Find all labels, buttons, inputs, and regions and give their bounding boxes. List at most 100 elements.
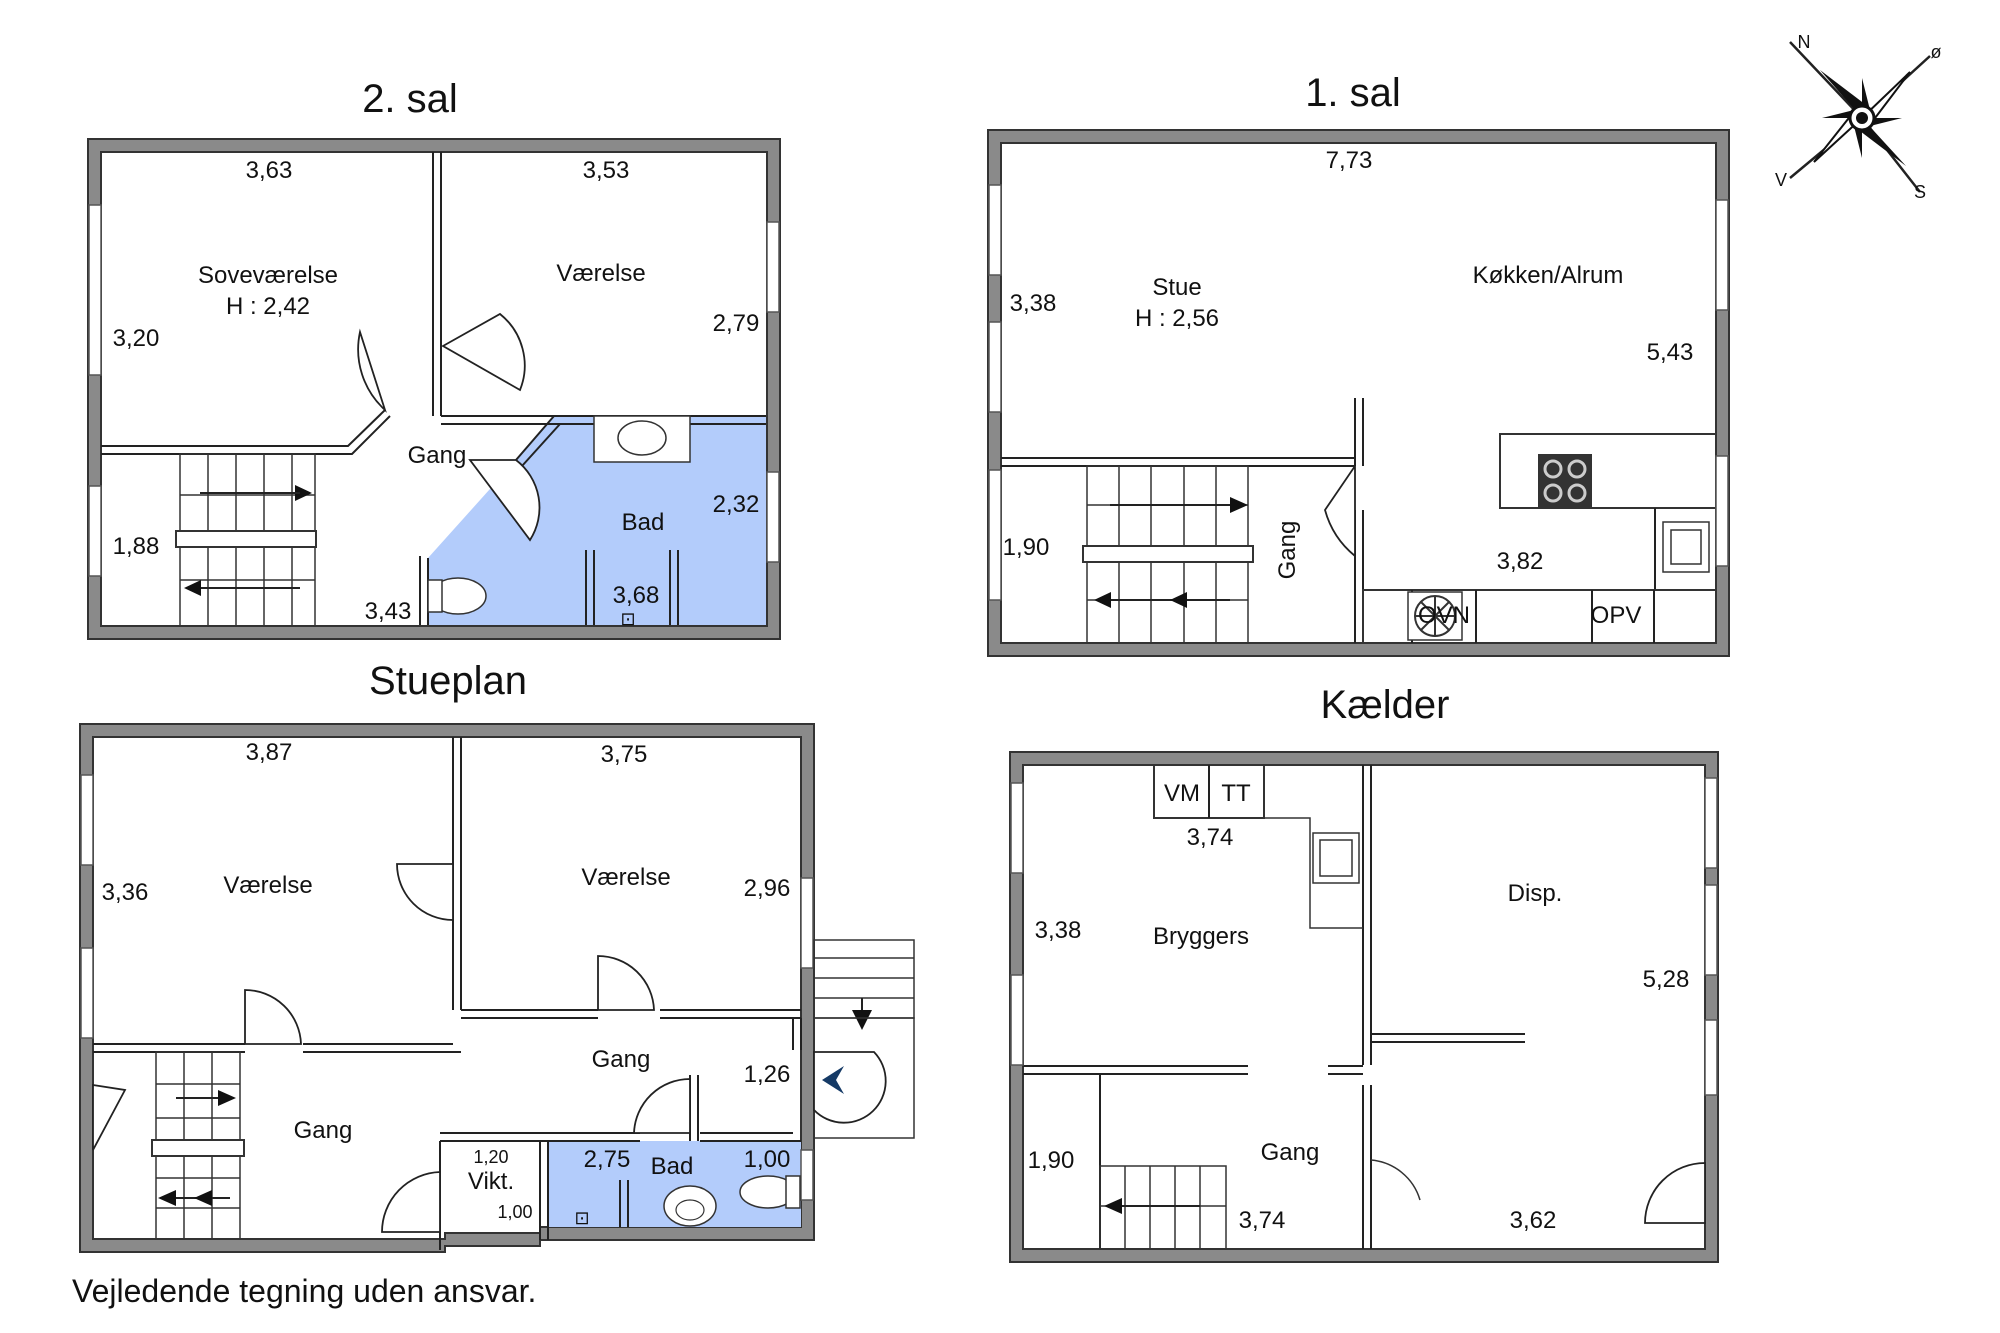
room-label: Bad xyxy=(622,509,665,536)
dimension: 5,28 xyxy=(1643,966,1690,993)
drain-icon: ⊡ xyxy=(574,1208,589,1228)
dimension: 3,74 xyxy=(1239,1207,1286,1234)
floor-2-sal: 2. sal xyxy=(87,77,781,640)
floor-kaelder: Kælder VM TT Bryggers xyxy=(1009,683,1719,1263)
window xyxy=(1704,777,1718,869)
dimension: 1,90 xyxy=(1003,534,1050,561)
wall-room xyxy=(1023,1065,1363,1075)
sink-icon xyxy=(663,1185,717,1227)
dimension: 3,74 xyxy=(1187,824,1234,851)
room-height: H : 2,56 xyxy=(1135,305,1219,332)
window xyxy=(88,485,102,577)
compass-label-s: S xyxy=(1914,182,1926,202)
window xyxy=(88,204,102,376)
window xyxy=(988,469,1002,601)
door[interactable] xyxy=(1644,1162,1706,1224)
window xyxy=(1704,1019,1718,1096)
wall-divider xyxy=(1362,765,1372,1249)
window xyxy=(1715,455,1729,567)
room-label: Værelse xyxy=(556,260,645,287)
stove-icon xyxy=(1538,454,1592,508)
compass-label-v: V xyxy=(1775,170,1787,190)
dimension: 3,20 xyxy=(113,325,160,352)
window xyxy=(766,221,780,313)
dimension: 3,87 xyxy=(246,739,293,766)
room-label: Bad xyxy=(651,1153,694,1180)
interior xyxy=(1000,142,1717,644)
staircase xyxy=(175,453,317,627)
room-label: Værelse xyxy=(223,872,312,899)
wall-stub xyxy=(1354,398,1364,466)
dimension: 2,79 xyxy=(713,310,760,337)
staircase xyxy=(1099,1165,1227,1250)
sink-icon xyxy=(1662,521,1710,573)
drain-icon: ⊡ xyxy=(620,609,635,629)
door[interactable] xyxy=(381,1171,441,1233)
window xyxy=(80,774,94,866)
window xyxy=(1010,974,1024,1066)
window xyxy=(988,184,1002,276)
door[interactable] xyxy=(396,863,454,921)
dimension: 1,00 xyxy=(497,1202,532,1222)
floor-title-2-sal: 2. sal xyxy=(362,77,458,121)
dimension: 3,82 xyxy=(1497,548,1544,575)
room-label: Gang xyxy=(1261,1139,1320,1166)
window xyxy=(1704,884,1718,976)
door[interactable] xyxy=(1324,463,1356,558)
dimension: 3,63 xyxy=(246,157,293,184)
toilet-icon xyxy=(427,577,487,615)
staircase xyxy=(1082,465,1254,644)
wall-bath xyxy=(515,415,561,467)
floor-stueplan: Stueplan xyxy=(79,659,915,1253)
window xyxy=(988,321,1002,413)
toilet-icon xyxy=(739,1175,801,1209)
wall-divider xyxy=(432,152,442,416)
appliance-label: OPV xyxy=(1591,602,1642,629)
room-height: H : 2,42 xyxy=(226,293,310,320)
counter-line xyxy=(1264,817,1363,929)
wall-bath-mid xyxy=(585,550,679,625)
room-label: Stue xyxy=(1152,274,1201,301)
dimension: 3,53 xyxy=(583,157,630,184)
room-label: Værelse xyxy=(581,864,670,891)
dimension: 1,90 xyxy=(1028,1147,1075,1174)
door[interactable] xyxy=(468,459,541,542)
dimension: 1,20 xyxy=(473,1147,508,1167)
dimension: 3,38 xyxy=(1010,290,1057,317)
dimension: 3,36 xyxy=(102,879,149,906)
dimension: 7,73 xyxy=(1326,147,1373,174)
staircase xyxy=(151,1051,245,1240)
window xyxy=(1715,199,1729,311)
door[interactable] xyxy=(357,328,387,413)
dimension: 5,43 xyxy=(1647,339,1694,366)
door[interactable] xyxy=(441,312,526,392)
room-label: Vikt. xyxy=(468,1168,514,1195)
dimension: 2,96 xyxy=(744,875,791,902)
room-label: Gang xyxy=(294,1117,353,1144)
disclaimer-text: Vejledende tegning uden ansvar. xyxy=(72,1273,536,1309)
sink-icon xyxy=(593,415,691,463)
appliance-label: TT xyxy=(1221,780,1251,807)
floor-title-stueplan: Stueplan xyxy=(369,659,527,703)
room-label: Gang xyxy=(408,442,467,469)
dimension: 2,32 xyxy=(713,491,760,518)
wall-bath-mid xyxy=(619,1180,629,1227)
fan-icon xyxy=(1407,591,1463,641)
floor-title-1-sal: 1. sal xyxy=(1305,71,1401,115)
door[interactable] xyxy=(633,1078,691,1134)
door[interactable] xyxy=(92,1083,127,1151)
room-label: Gang xyxy=(1274,521,1301,580)
appliance-label: OVN xyxy=(1418,602,1470,629)
floor-title-kaelder: Kælder xyxy=(1321,683,1450,727)
wall-bath xyxy=(689,1075,801,1142)
dimension: 3,75 xyxy=(601,741,648,768)
door[interactable] xyxy=(597,955,655,1011)
sink-icon xyxy=(1312,832,1360,884)
dimension: 1,88 xyxy=(113,533,160,560)
room-label: Soveværelse xyxy=(198,262,338,289)
door[interactable] xyxy=(244,989,302,1045)
kitchen-island xyxy=(1499,433,1717,509)
wall-stub xyxy=(792,1018,802,1050)
dimension: 1,00 xyxy=(744,1146,791,1173)
